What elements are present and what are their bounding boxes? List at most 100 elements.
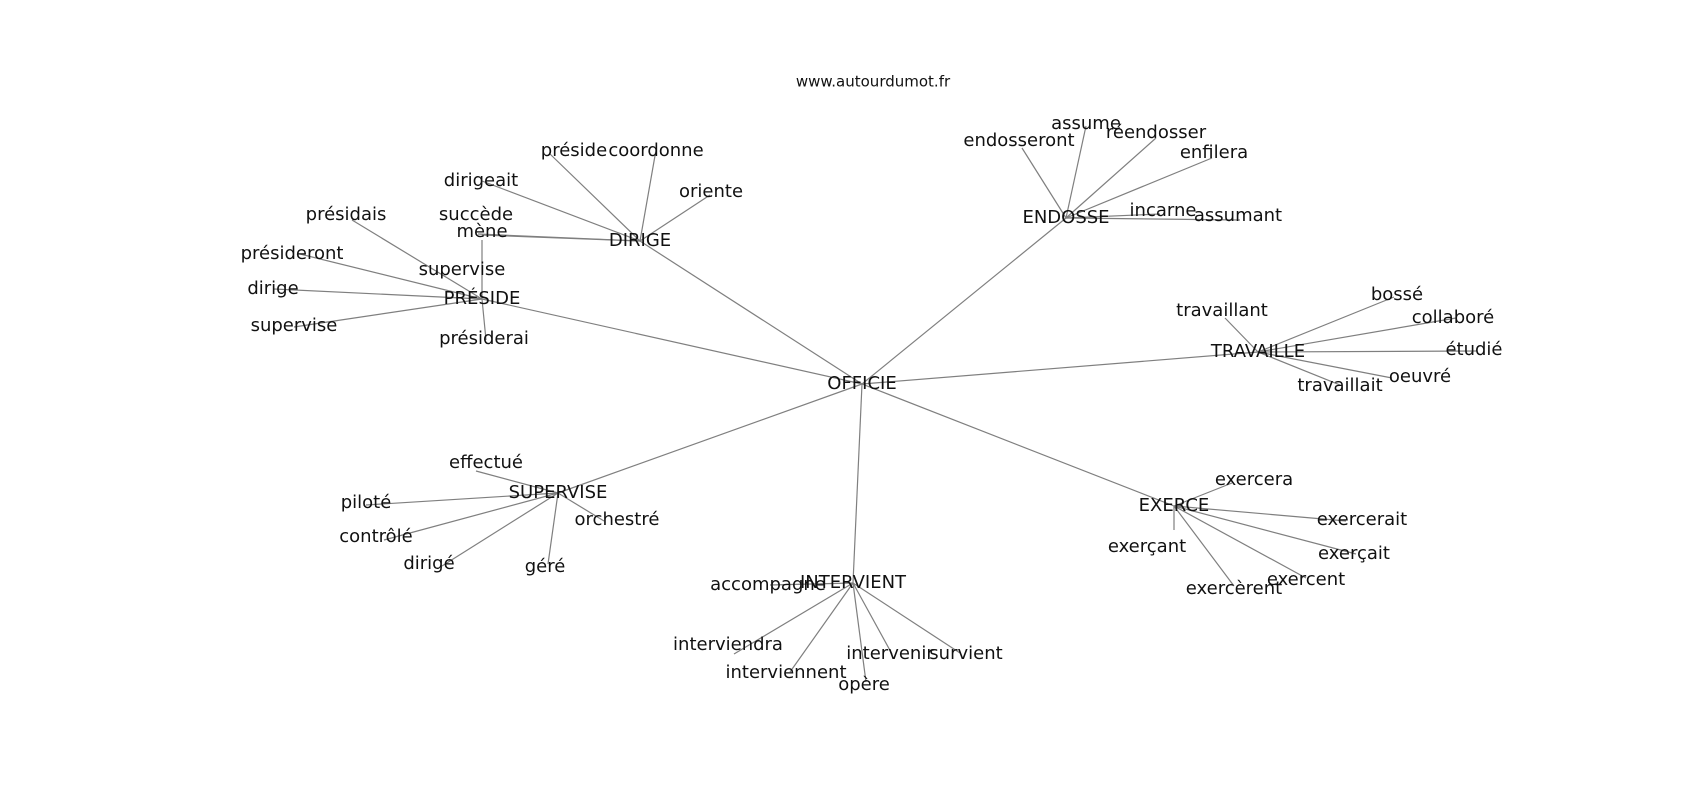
- edge-hub2-leaf0: [1021, 147, 1067, 219]
- edge-hub6-leaf4: [547, 492, 559, 565]
- hub-node-label[interactable]: TRAVAILLE: [1210, 341, 1305, 362]
- edges-layer: [273, 125, 1477, 683]
- leaf-node-label[interactable]: opère: [838, 674, 890, 695]
- edge-hub1-leaf1: [639, 149, 657, 242]
- leaf-node-label[interactable]: bossé: [1371, 284, 1423, 305]
- leaf-node-label[interactable]: travaillait: [1297, 375, 1382, 396]
- edge-hub0-leaf0: [351, 219, 483, 300]
- edge-hub6-leaf0: [475, 470, 559, 494]
- edge-hub2-leaf4: [1065, 213, 1161, 219]
- edge-hub4-leaf0: [1173, 482, 1233, 507]
- edge-hub1-leaf3: [639, 194, 711, 242]
- edge-center-3: [861, 351, 1259, 385]
- edge-center-0: [481, 298, 863, 385]
- edge-hub5-leaf0: [769, 582, 854, 586]
- leaf-node-label[interactable]: supervise: [251, 315, 338, 336]
- edge-center-4: [861, 383, 1175, 507]
- edge-hub2-leaf5: [1065, 217, 1241, 221]
- edge-hub1-leaf0: [549, 153, 641, 242]
- edge-hub0-leaf5: [481, 298, 487, 341]
- edge-center-2: [861, 217, 1067, 385]
- leaf-node-label[interactable]: réendosser: [1106, 122, 1207, 143]
- leaf-node-label[interactable]: coordonne: [608, 140, 703, 161]
- edge-center-5: [852, 383, 863, 584]
- edge-hub5-leaf2: [789, 582, 854, 673]
- leaf-node-label[interactable]: étudié: [1445, 339, 1502, 360]
- hub-node-label[interactable]: PRÉSIDE: [444, 287, 521, 309]
- edge-hub2-leaf1: [1065, 125, 1087, 219]
- edge-hub6-leaf1: [365, 492, 559, 506]
- leaf-node-label[interactable]: oriente: [679, 181, 743, 202]
- leaf-node-label[interactable]: piloté: [341, 492, 392, 513]
- leaf-node-label[interactable]: accompagne: [710, 574, 826, 595]
- leaf-node-label[interactable]: orchestré: [575, 509, 660, 530]
- edge-hub5-leaf1: [733, 582, 854, 655]
- leaf-node-label[interactable]: incarne: [1130, 200, 1197, 221]
- edge-center-1: [639, 240, 863, 385]
- hub-node-label[interactable]: EXERCE: [1139, 495, 1210, 516]
- leaf-node-label[interactable]: présidais: [306, 204, 387, 225]
- edge-hub3-leaf4: [1257, 351, 1393, 379]
- edge-hub6-leaf5: [557, 492, 605, 522]
- edge-hub0-leaf1: [299, 253, 483, 300]
- leaf-node-label[interactable]: intervenir: [846, 643, 934, 664]
- leaf-node-label[interactable]: interviendra: [673, 634, 783, 655]
- edge-hub4-leaf2: [1173, 505, 1357, 555]
- edge-hub4-leaf1: [1173, 505, 1347, 522]
- leaf-node-label[interactable]: endosseront: [963, 130, 1074, 151]
- leaf-node-label[interactable]: assumant: [1194, 205, 1282, 226]
- leaf-node-label[interactable]: exercent: [1267, 569, 1345, 590]
- leaf-node-label[interactable]: présideront: [241, 243, 344, 264]
- leaf-node-label[interactable]: exerçant: [1108, 536, 1186, 557]
- edge-hub0-leaf3: [293, 298, 483, 328]
- hub-node-label[interactable]: SUPERVISE: [509, 482, 608, 503]
- edge-hub5-leaf4: [852, 582, 893, 655]
- leaf-node-label[interactable]: interviennent: [725, 662, 846, 683]
- edge-hub0-leaf2: [273, 288, 483, 300]
- leaf-node-label[interactable]: effectué: [449, 452, 523, 473]
- leaf-node-label[interactable]: préside: [541, 140, 607, 161]
- leaf-node-label[interactable]: dirigeait: [444, 170, 518, 191]
- site-url-label: www.autourdumot.fr: [796, 73, 951, 91]
- leaf-node-label[interactable]: exercerait: [1317, 509, 1407, 530]
- leaf-node-label[interactable]: mène: [456, 221, 507, 242]
- edge-hub6-leaf2: [383, 492, 559, 541]
- edge-hub5-leaf5: [852, 582, 961, 654]
- edge-hub1-leaf2: [481, 180, 641, 242]
- leaf-node-label[interactable]: supervise: [419, 259, 506, 280]
- hub-node-label[interactable]: DIRIGE: [609, 230, 671, 251]
- edge-hub5-leaf3: [852, 582, 867, 683]
- leaf-node-label[interactable]: géré: [525, 556, 566, 577]
- leaf-node-label[interactable]: collaboré: [1412, 307, 1494, 328]
- hub-node-label[interactable]: ENDOSSE: [1022, 207, 1109, 228]
- edge-hub3-leaf5: [1257, 351, 1341, 386]
- edge-hub2-leaf3: [1065, 157, 1213, 219]
- edge-hub3-leaf3: [1257, 350, 1477, 353]
- edge-hub1-leaf5: [481, 234, 641, 242]
- labels-layer: OFFICIE PRÉSIDE présidais présideront dirige…: [241, 113, 1503, 695]
- edge-center-6: [557, 383, 863, 494]
- leaf-node-label[interactable]: travaillant: [1176, 300, 1268, 321]
- leaf-node-label[interactable]: exercera: [1215, 469, 1293, 490]
- leaf-node-label[interactable]: exercèrent: [1186, 578, 1282, 599]
- leaf-node-label[interactable]: dirige: [247, 278, 298, 299]
- leaf-node-label[interactable]: dirigé: [403, 553, 454, 574]
- edge-hub3-leaf1: [1257, 296, 1395, 353]
- edge-hub4-leaf4: [1173, 505, 1235, 587]
- leaf-node-label[interactable]: enfilera: [1180, 142, 1248, 163]
- edge-hub6-leaf3: [441, 492, 559, 567]
- hub-node-label[interactable]: INTERVIENT: [800, 572, 907, 593]
- edge-hub3-leaf0: [1224, 317, 1259, 353]
- leaf-node-label[interactable]: survient: [929, 643, 1002, 664]
- leaf-node-label[interactable]: présiderai: [439, 328, 529, 349]
- leaf-node-label[interactable]: contrôlé: [339, 526, 412, 547]
- leaf-node-label[interactable]: oeuvré: [1389, 366, 1451, 387]
- leaf-node-label[interactable]: succède: [439, 204, 513, 225]
- center-node-label[interactable]: OFFICIE: [827, 373, 896, 394]
- edge-hub4-leaf3: [1173, 505, 1307, 579]
- edge-hub3-leaf2: [1257, 317, 1457, 353]
- leaf-node-label[interactable]: assume: [1051, 113, 1121, 134]
- edge-hub2-leaf2: [1065, 137, 1157, 219]
- leaf-node-label[interactable]: exerçait: [1318, 543, 1390, 564]
